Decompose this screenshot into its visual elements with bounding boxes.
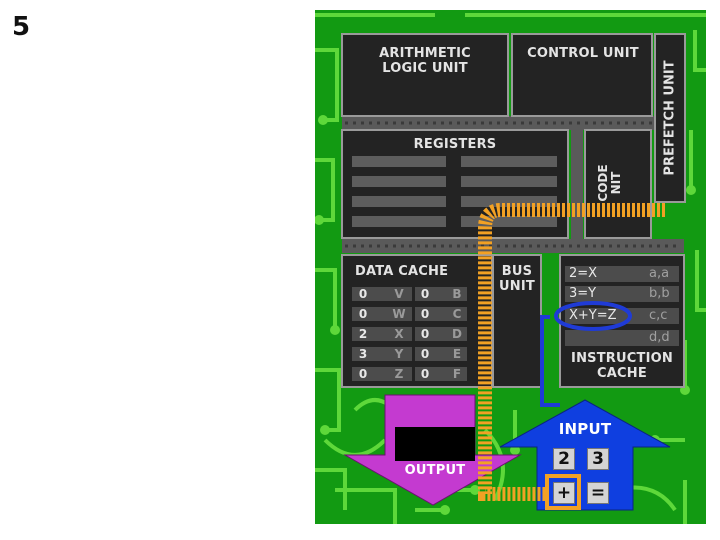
data-cache-cell: 0	[358, 307, 368, 321]
instruction-text: X+Y=Z	[569, 308, 617, 323]
data-bus-path	[478, 203, 665, 501]
register-slots	[352, 156, 557, 227]
data-cache-cell: Y	[394, 347, 404, 361]
data-cache-cell: 3	[358, 347, 368, 361]
highlight-circle	[554, 301, 632, 331]
data-cache-label: DATA CACHE	[355, 264, 449, 279]
cpu-diagram: ARITHMETIC LOGIC UNIT CONTROL UNIT PREFE…	[315, 10, 706, 524]
slide-number: 5	[12, 12, 31, 42]
data-cache-cell: 0	[358, 367, 368, 381]
instruction-text: 3=Y	[569, 286, 597, 301]
control-unit-block	[511, 33, 653, 117]
decode-unit-block	[584, 129, 652, 239]
instruction-register: a,a	[649, 266, 670, 281]
data-cache-slots	[352, 287, 467, 381]
data-cache-cell: C	[452, 307, 462, 321]
instruction-cache-slots	[565, 266, 679, 346]
alu-block	[341, 33, 509, 117]
output-label: OUTPUT	[404, 463, 466, 478]
highlight-connector	[540, 315, 560, 407]
instruction-register: d,d	[649, 330, 670, 345]
control-unit-label: CONTROL UNIT	[527, 46, 639, 61]
data-cache-cell: 0	[420, 347, 430, 361]
prefetch-unit-block	[654, 33, 686, 203]
data-cache-cell: 0	[420, 287, 430, 301]
data-cache-cell: F	[452, 367, 462, 381]
instruction-register: b,b	[649, 286, 670, 301]
prefetch-unit-label: PREFETCH UNIT	[662, 60, 678, 176]
cpu-diagram-graphics	[315, 13, 706, 524]
instruction-text: 2=X	[569, 266, 598, 281]
data-cache-cell: E	[452, 347, 462, 361]
internal-bus-side	[571, 130, 583, 240]
data-cache-cell: V	[394, 287, 404, 301]
registers-label: REGISTERS	[413, 137, 497, 152]
data-cache-cell: 0	[420, 327, 430, 341]
data-cache-cell: 0	[420, 307, 430, 321]
data-cache-cell: W	[392, 307, 406, 321]
data-cache-cell: Z	[394, 367, 404, 381]
instruction-cache-label: INSTRUCTION CACHE	[571, 351, 673, 381]
input-key: 2	[553, 448, 575, 470]
alu-label: ARITHMETIC LOGIC UNIT	[379, 46, 471, 76]
plus-key-highlight	[545, 474, 581, 510]
bus-unit-block	[492, 254, 542, 388]
decode-unit-label: CODE NIT	[596, 164, 623, 202]
input-label: INPUT	[558, 420, 612, 438]
input-key: 3	[587, 448, 609, 470]
data-cache-cell: 0	[420, 367, 430, 381]
output-screen	[395, 427, 475, 461]
input-key: =	[587, 482, 609, 504]
data-cache-cell: X	[394, 327, 404, 341]
data-cache-cell: D	[452, 327, 462, 341]
bus-unit-label: BUS UNIT	[499, 264, 535, 294]
input-key: +	[553, 482, 575, 504]
input-arrow	[499, 399, 671, 511]
data-cache-cell: B	[452, 287, 462, 301]
instruction-register: c,c	[649, 308, 668, 323]
data-cache-cell: 0	[358, 287, 368, 301]
data-cache-cell: 2	[358, 327, 368, 341]
